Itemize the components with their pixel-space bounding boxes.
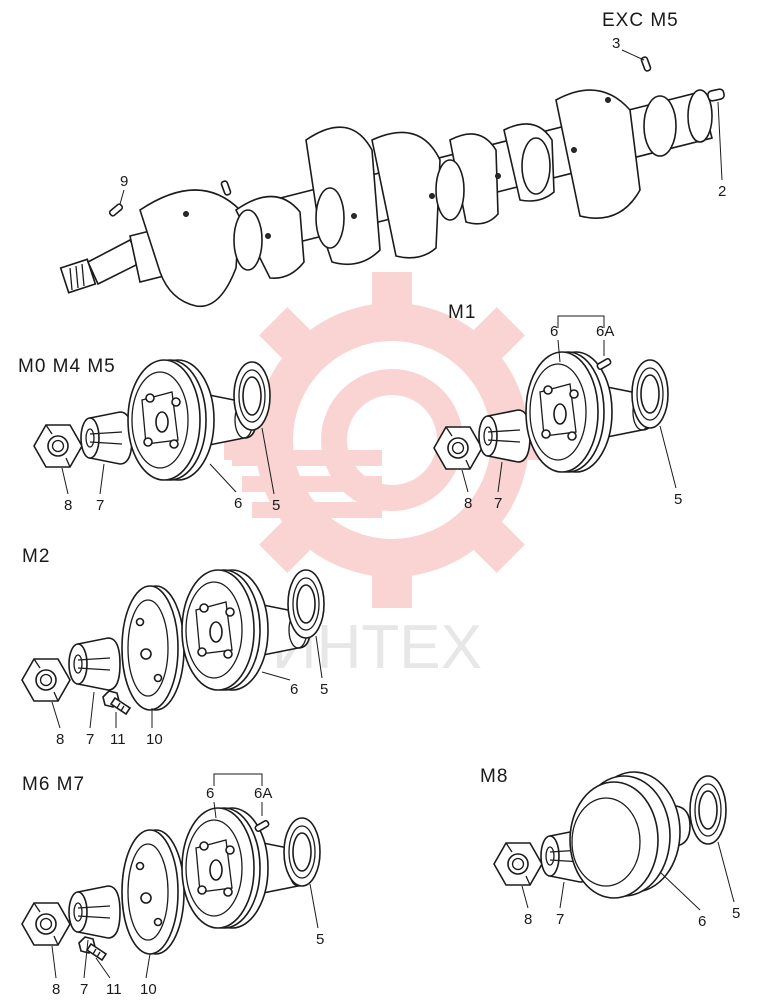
crankshaft-assembly: EXC M5 3 2 9 [59,10,726,308]
bolt-part-11 [78,936,107,961]
nut-part-8 [33,424,83,468]
callout-11: 11 [110,731,126,748]
callout-7: 7 [96,497,104,514]
callout-3: 3 [612,35,620,52]
pin-small [219,179,233,197]
seal-part-5 [283,817,321,887]
crankshaft [59,89,713,308]
pin-part-6a [252,818,272,834]
callout-6: 6 [206,785,214,802]
disc-part-10 [121,829,185,955]
callout-5: 5 [272,497,280,514]
bolt-part-11 [102,690,131,715]
pin-part-6a [594,356,614,372]
seal-part-5 [631,359,669,429]
nut-part-8 [493,842,543,886]
pin-part-9 [106,201,126,219]
cone-part-7 [68,637,121,691]
callout-6: 6 [698,913,706,930]
seal-part-5 [233,361,271,431]
callout-6: 6 [234,495,242,512]
callout-10: 10 [140,981,157,998]
group-label-m0-m4-m5: M0 M4 M5 [18,356,116,377]
callout-9: 9 [120,173,128,190]
group-m8: M8 8 7 6 5 [480,766,740,930]
group-label-m1: M1 [448,302,476,323]
callout-8: 8 [464,495,472,512]
cone-part-7 [80,411,133,465]
group-m2: M2 8 7 11 10 6 5 [21,546,328,748]
callout-8: 8 [64,497,72,514]
damper-pulley-part-6 [569,771,691,899]
callout-10: 10 [146,731,163,748]
callout-8: 8 [56,731,64,748]
callout-7: 7 [556,911,564,928]
callout-6a: 6A [254,785,272,802]
group-label-m6-m7: M6 M7 [22,774,85,795]
cone-part-7 [478,409,531,463]
group-label-exc-m5: EXC M5 [602,10,679,31]
nut-part-8 [21,658,71,702]
callout-5: 5 [316,931,324,948]
callout-6: 6 [550,323,558,340]
callout-6a: 6A [596,323,614,340]
group-label-m2: M2 [22,546,50,567]
group-m0-m4-m5: M0 M4 M5 8 7 6 5 [18,356,280,514]
callout-11: 11 [106,981,122,998]
disc-part-10 [121,585,185,711]
callout-7: 7 [80,981,88,998]
pin-part-3 [639,55,653,73]
callout-8: 8 [52,981,60,998]
group-label-m8: M8 [480,766,508,787]
seal-part-5 [689,775,727,845]
callout-6: 6 [290,681,298,698]
callout-5: 5 [732,905,740,922]
callout-7: 7 [494,495,502,512]
pin-part-2 [707,88,725,102]
callout-8: 8 [524,911,532,928]
group-m1: M1 6 6A 8 7 5 [433,302,682,512]
callout-2: 2 [718,183,726,200]
group-m6-m7: M6 M7 6 6A 8 7 11 10 5 [21,773,324,998]
callout-5: 5 [320,681,328,698]
callout-7: 7 [86,731,94,748]
cone-part-7 [68,885,121,939]
watermark-logo [224,272,560,608]
seal-part-5 [287,569,325,639]
callout-5: 5 [674,491,682,508]
nut-part-8 [21,902,71,946]
